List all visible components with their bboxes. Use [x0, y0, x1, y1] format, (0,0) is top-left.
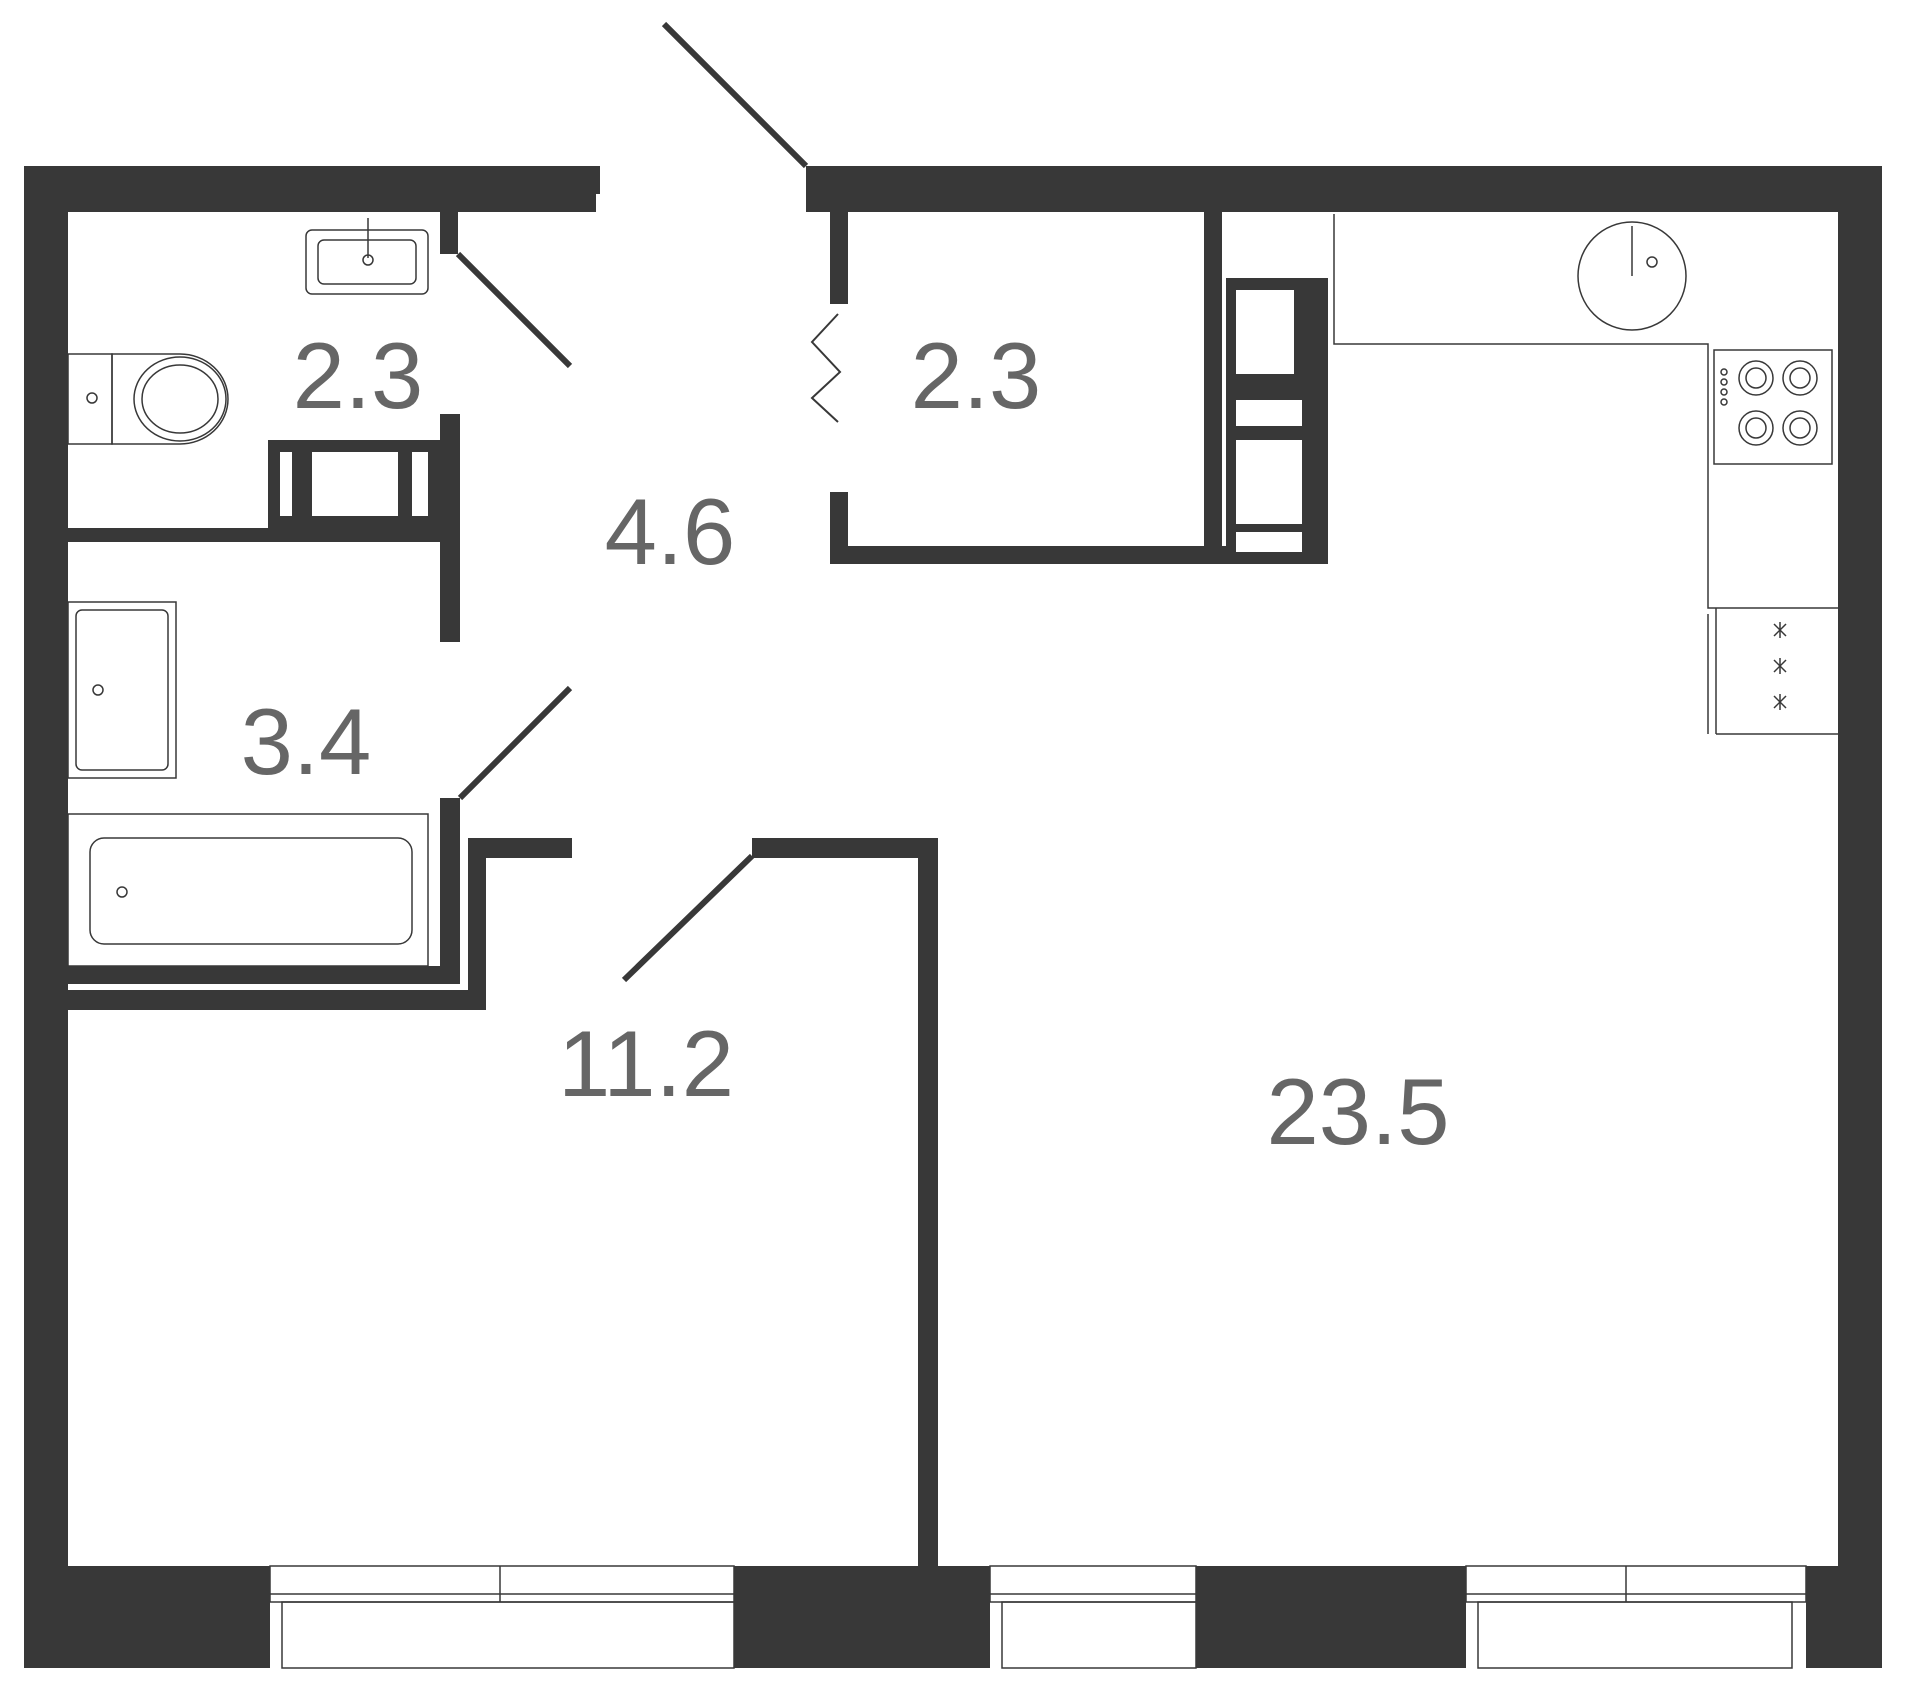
window-bedroom: [269, 1565, 735, 1669]
window-living-1: [989, 1565, 1197, 1669]
room-area-hall: 4.6: [605, 479, 736, 584]
toilet-icon: [67, 353, 229, 445]
cooktop-icon: [1713, 349, 1833, 465]
kitchen-counter: [1333, 214, 1838, 735]
bathtub-icon: [67, 813, 429, 967]
window-living-2: [1465, 1565, 1807, 1669]
room-area-storage: 2.3: [911, 323, 1042, 428]
sink-icon: [305, 218, 429, 295]
room-area-bathroom: 3.4: [241, 689, 372, 794]
door-swings: [455, 21, 842, 983]
boiler-icon: [1577, 221, 1687, 331]
washbasin-icon: [67, 601, 177, 779]
room-area-wc: 2.3: [293, 323, 424, 428]
room-area-bedroom: 11.2: [558, 1011, 734, 1116]
radiator-icon: [1773, 622, 1787, 710]
room-area-living-kitchen: 23.5: [1267, 1059, 1450, 1164]
interior-walls: [68, 212, 1328, 1568]
outer-walls: [24, 166, 1882, 1668]
shelving-icon: [268, 278, 1314, 564]
